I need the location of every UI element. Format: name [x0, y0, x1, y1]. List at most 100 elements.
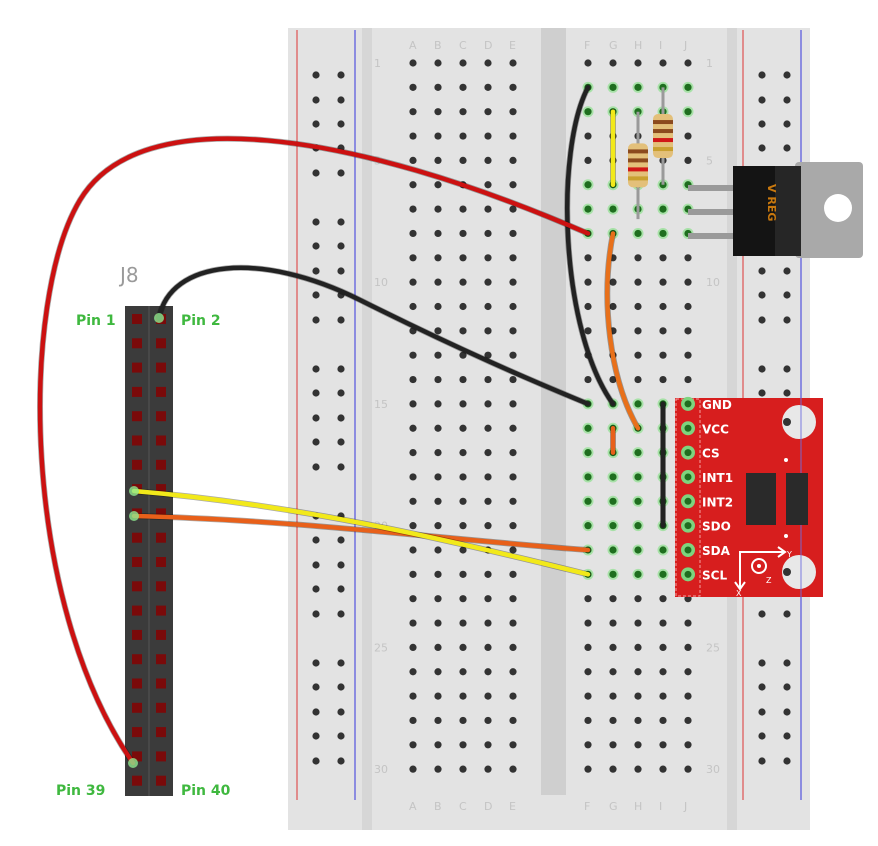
rail-hole-right [758, 365, 766, 373]
hole-B24 [434, 619, 442, 627]
header-pin-28 [156, 629, 166, 640]
hole-H25 [634, 643, 642, 652]
hole-H21 [634, 546, 642, 554]
rail-hole-left [337, 585, 345, 593]
hole-A30 [409, 765, 417, 773]
hole-C7 [459, 205, 467, 213]
hole-E24 [509, 619, 517, 627]
rail-hole-left [312, 463, 320, 471]
sensor-pin-hole [684, 497, 692, 505]
axis-arrows [739, 551, 784, 588]
sensor-pin-hole [684, 424, 692, 432]
hole-C10 [459, 278, 467, 286]
axis-label-z: Z [766, 576, 772, 585]
header-pin-8 [156, 386, 166, 397]
hole-I27 [659, 692, 667, 700]
sensor-mount-hole-bottom [782, 555, 816, 589]
resistor-band [653, 138, 673, 143]
hole-J3 [684, 108, 692, 116]
sensor-pin-label-vcc: VCC [702, 422, 729, 436]
hole-D17 [484, 449, 492, 457]
hole-F16 [584, 424, 592, 432]
hole-A5 [409, 156, 417, 164]
header-pin-3 [132, 338, 142, 349]
hole-B10 [434, 278, 442, 286]
hole-G26 [609, 668, 617, 676]
rail-hole-right [758, 757, 766, 765]
resistor-band [628, 149, 648, 154]
hole-F12 [584, 327, 592, 335]
rail-hole-left [337, 438, 345, 446]
header-pin-26 [156, 605, 166, 616]
header-pin-4 [156, 338, 166, 349]
hole-D6 [484, 181, 492, 189]
rail-hole-left [337, 683, 345, 691]
hole-D15 [484, 400, 492, 408]
rail-hole-right [783, 144, 791, 152]
hole-D14 [484, 375, 492, 384]
hole-D10 [484, 278, 492, 286]
hole-E25 [509, 643, 517, 652]
wire-end-pin3 [129, 511, 139, 521]
rail-hole-left [312, 316, 320, 324]
hole-B2 [434, 83, 442, 91]
rail-hole-right [783, 708, 791, 716]
hole-C21 [459, 546, 467, 554]
axis-arrow-x-head [734, 581, 746, 591]
text-labels: J8 Pin 1 Pin 2 Pin 39 Pin 40 [56, 263, 231, 799]
column-label-d-bottom: D [484, 800, 492, 813]
column-label-e-bottom: E [509, 800, 516, 813]
resistor-band [628, 176, 648, 181]
rail-hole-right [783, 365, 791, 373]
sensor-pin-label-scl: SCL [702, 568, 727, 582]
hole-H27 [634, 692, 642, 700]
hole-F6 [584, 181, 592, 189]
hole-C25 [459, 643, 467, 652]
rail-hole-right [783, 683, 791, 691]
rail-hole-left [312, 610, 320, 618]
axis-label-y: Y [786, 550, 792, 559]
header-pin-32 [156, 678, 166, 689]
hole-D12 [484, 327, 492, 335]
header-pin-12 [156, 435, 166, 446]
regulator-lead-2 [688, 209, 736, 215]
hole-B17 [434, 449, 442, 457]
hole-C14 [459, 375, 467, 384]
hole-E18 [509, 473, 517, 481]
header-pin-9 [132, 411, 142, 422]
hole-H8 [634, 229, 642, 238]
rail-hole-left [337, 610, 345, 618]
rail-hole-left [312, 438, 320, 446]
row-label-1-right: 1 [706, 57, 713, 70]
hole-E10 [509, 278, 517, 286]
axis-label-x: X [736, 589, 742, 598]
column-label-c: C [459, 39, 467, 52]
hole-A11 [409, 302, 417, 311]
hole-E1 [509, 59, 517, 67]
voltage-regulator: V REG [688, 162, 863, 258]
header-pin-22 [156, 557, 166, 567]
hole-E29 [509, 741, 517, 749]
hole-G30 [609, 765, 617, 773]
hole-B13 [434, 351, 442, 359]
rail-hole-right [783, 96, 791, 104]
hole-E7 [509, 205, 517, 213]
sensor-pin-label-cs: CS [702, 447, 720, 461]
hole-H17 [634, 449, 642, 457]
regulator-lead-3 [688, 233, 736, 239]
pin-1-label: Pin 1 [76, 313, 116, 329]
hole-A15 [409, 400, 417, 408]
hole-F25 [584, 643, 592, 652]
rail-hole-left [337, 316, 345, 324]
rail-hole-right [758, 708, 766, 716]
sensor-pin-label-int2: INT2 [702, 495, 733, 509]
hole-H18 [634, 473, 642, 481]
hole-B3 [434, 108, 442, 116]
hole-G25 [609, 643, 617, 652]
hole-H14 [634, 375, 642, 384]
hole-J12 [684, 327, 692, 335]
hole-J28 [684, 716, 692, 725]
hole-D3 [484, 108, 492, 116]
rail-hole-left [312, 732, 320, 740]
